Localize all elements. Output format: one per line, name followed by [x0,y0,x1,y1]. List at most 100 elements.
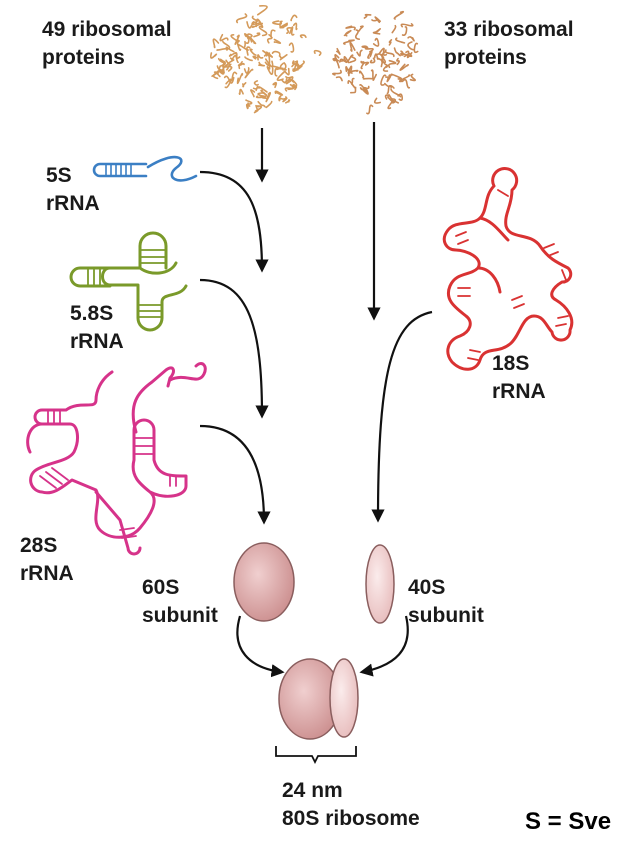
protein-strand [230,34,240,43]
rrna-5s-molecule [92,155,198,182]
protein-strand [218,64,225,75]
protein-strand [361,45,369,50]
protein-strand [384,49,395,58]
footnote-svedberg: S = Sve [525,808,612,835]
protein-strand [367,50,373,59]
protein-strand [372,31,381,35]
protein-strand [279,54,288,61]
protein-strand [374,16,381,24]
protein-strand [210,52,218,59]
protein-strand [393,47,401,57]
protein-strand [395,37,406,44]
protein-strand [244,68,254,79]
protein-strand [243,67,250,74]
protein-strand [258,25,268,37]
assembly-arrows-60s [199,128,271,525]
protein-strand [217,68,225,75]
protein-strand [299,34,307,39]
protein-strand [396,57,400,66]
label-49-ribosomal-proteins: 49 ribosomal proteins [42,18,177,69]
protein-strand [258,61,266,67]
label-58s-rrna: 5.8S rRNA [70,302,124,353]
protein-strand [350,87,357,94]
protein-strand [284,78,295,84]
protein-strand [372,37,380,47]
arrow-60s-to-80s [236,615,285,678]
protein-strand [222,61,229,71]
protein-strand [336,47,341,55]
protein-strand [246,33,253,40]
protein-strand [252,85,259,92]
protein-strand [393,10,405,20]
protein-strand [348,55,357,64]
protein-strand [347,65,353,74]
protein-strand [244,56,253,62]
assembly-arrows-40s [367,122,433,523]
protein-strand [342,39,355,45]
protein-strand [359,87,369,95]
protein-strand [224,62,230,68]
protein-strand [274,67,278,77]
protein-strand [225,46,235,53]
protein-strand [237,63,241,70]
protein-strand [257,4,268,16]
protein-strand [373,53,379,60]
protein-strand [340,56,350,64]
protein-strand [289,26,295,36]
protein-strand [282,96,288,103]
protein-strand [349,41,356,52]
protein-strand [291,60,295,68]
protein-strand [388,74,392,79]
protein-strand [276,70,286,82]
protein-strand [358,25,364,32]
label-80s-ribosome: 24 nm 80S ribosome [282,779,420,830]
protein-strand [388,39,393,46]
protein-strand [245,36,253,45]
protein-strand [272,81,278,89]
protein-strand [242,82,247,88]
rrna-58s-molecule [69,231,188,332]
protein-strand [385,75,392,83]
protein-strand [257,54,264,61]
protein-strand [391,24,397,34]
protein-strand [390,73,403,80]
protein-strand [254,105,263,112]
protein-strand [397,93,404,101]
protein-strand [236,72,244,85]
protein-strand [265,51,274,58]
protein-strand [243,33,250,38]
protein-strand [293,60,300,67]
arrow-18s-to-40s [371,310,433,523]
protein-strand [252,55,258,60]
protein-strand [399,63,409,71]
protein-strand [354,29,360,40]
protein-strand [279,62,287,71]
protein-strand [250,89,256,98]
protein-strand [359,83,368,94]
protein-strand [285,99,291,104]
protein-strand [251,22,264,28]
protein-strand [292,22,298,31]
protein-strand [255,94,267,99]
protein-strand [382,64,389,72]
protein-strand [222,40,231,50]
label-40s-subunit: 40S subunit [408,576,484,627]
subunit-60s [233,542,295,622]
protein-strand [398,74,411,83]
rrna-18s-molecule [442,167,574,371]
ribosomal-protein-cluster-40s [332,10,419,115]
protein-strand [288,42,295,53]
protein-strand [285,79,292,85]
protein-strand [345,25,356,31]
protein-strand [386,85,392,95]
protein-strand [362,77,375,81]
protein-strand [343,29,352,37]
protein-strand [239,61,245,66]
protein-strand [347,69,359,77]
protein-strand [238,88,244,95]
protein-strand [290,14,298,22]
protein-strand [332,58,340,69]
protein-strand [380,53,387,64]
protein-strand [257,86,268,93]
